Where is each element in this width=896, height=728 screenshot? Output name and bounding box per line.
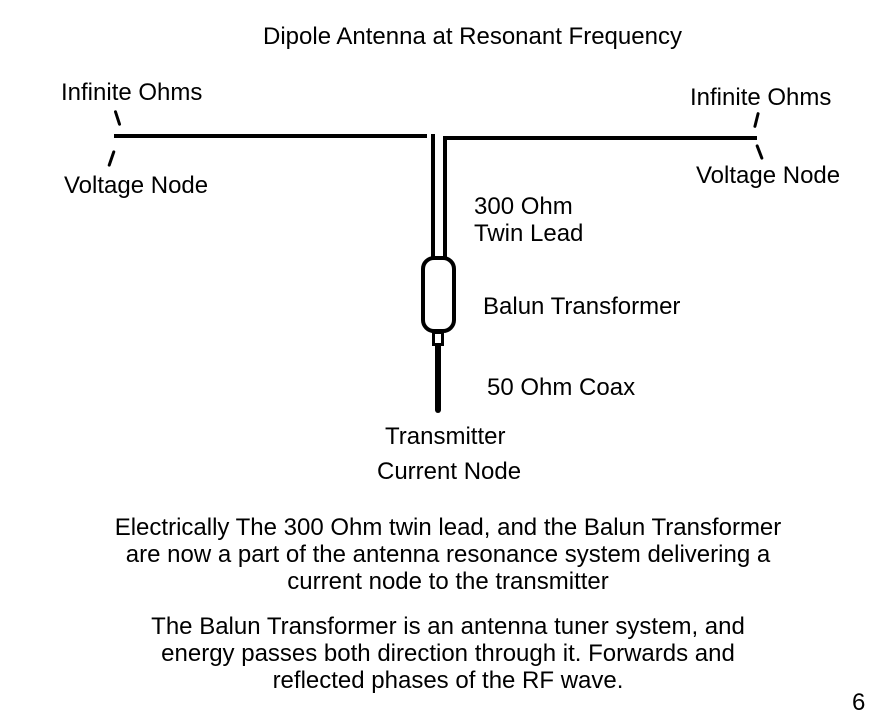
label-infinite-ohms-left: Infinite Ohms <box>61 79 203 106</box>
paragraph-line: reflected phases of the RF wave. <box>272 667 624 694</box>
label-infinite-ohms-right: Infinite Ohms <box>690 84 832 111</box>
coax-cable-line <box>435 344 441 413</box>
label-50-ohm-coax: 50 Ohm Coax <box>487 374 636 401</box>
leader-tick-right-lower <box>755 143 764 161</box>
paragraph-line: current node to the transmitter <box>287 568 609 595</box>
paragraph-resonance-system: Electrically The 300 Ohm twin lead, and … <box>0 514 896 595</box>
balun-transformer-shape <box>421 256 456 333</box>
paragraph-line: energy passes both direction through it.… <box>161 640 735 667</box>
paragraph-line: The Balun Transformer is an antenna tune… <box>151 613 745 640</box>
antenna-wire-right <box>447 136 757 140</box>
page-title: Dipole Antenna at Resonant Frequency <box>263 23 682 50</box>
page-number: 6 <box>852 689 866 716</box>
paragraph-line: are now a part of the antenna resonance … <box>125 541 771 568</box>
label-twin-lead-line1: 300 Ohm <box>474 193 573 220</box>
twin-lead-wire-right <box>443 136 447 257</box>
leader-tick-left-lower <box>107 149 116 168</box>
label-voltage-node-left: Voltage Node <box>64 172 209 199</box>
label-transmitter: Transmitter <box>385 423 506 450</box>
coax-connector-shape <box>432 331 444 346</box>
label-balun-transformer: Balun Transformer <box>483 293 681 320</box>
leader-tick-left-upper <box>113 109 122 127</box>
paragraph-line: Electrically The 300 Ohm twin lead, and … <box>114 514 782 541</box>
label-twin-lead: 300 Ohm Twin Lead <box>474 193 583 247</box>
leader-tick-right-upper <box>753 111 760 129</box>
antenna-wire-left <box>114 134 427 138</box>
label-current-node: Current Node <box>377 458 522 485</box>
paragraph-antenna-tuner: The Balun Transformer is an antenna tune… <box>0 613 896 694</box>
label-voltage-node-right: Voltage Node <box>696 162 841 189</box>
twin-lead-wire-left <box>431 134 435 257</box>
label-twin-lead-line2: Twin Lead <box>474 220 584 247</box>
